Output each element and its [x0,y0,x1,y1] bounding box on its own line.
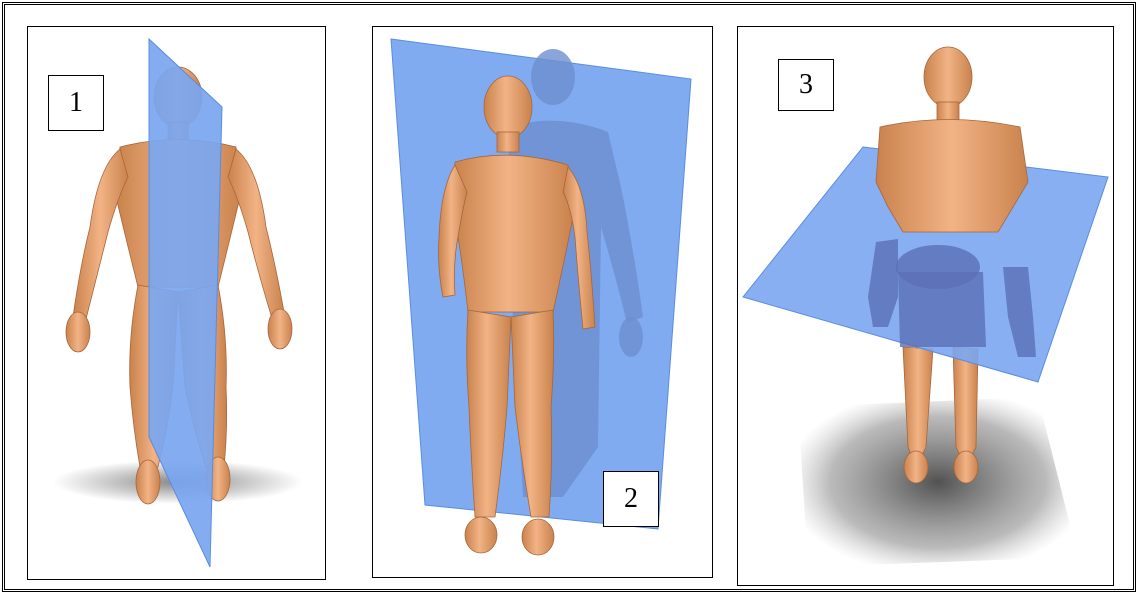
panel-label-2: 2 [603,471,659,527]
frontal-plane-illustration [373,27,713,578]
upper-body [876,47,1028,232]
panel-transverse-plane: 3 [737,26,1114,586]
panel-sagittal-plane: 1 [27,26,326,580]
panel-label-1: 1 [48,75,104,131]
panel-label-3: 3 [778,59,834,111]
panel-frontal-plane: 2 [372,26,713,578]
floor-shadow [798,397,1078,567]
